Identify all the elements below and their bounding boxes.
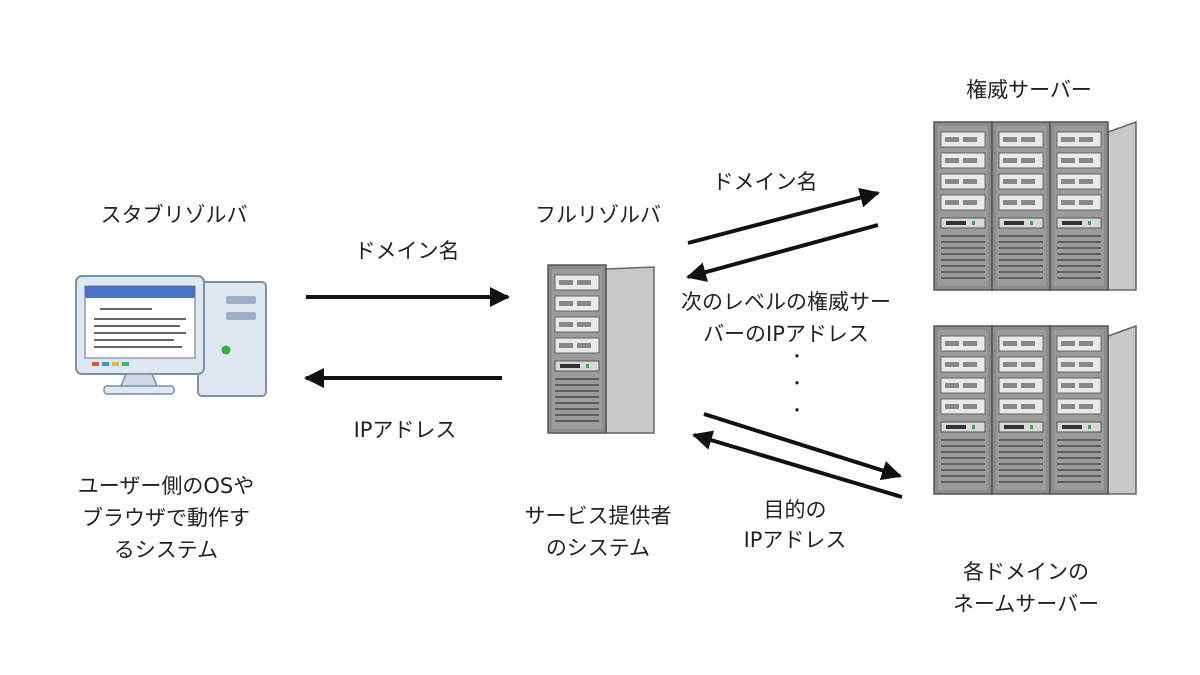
query-label: ドメイン名 — [354, 239, 460, 263]
name-server-rack-icon — [934, 326, 1136, 494]
ns-query-arrow — [703, 412, 902, 481]
full-resolver-description: サービス提供者 のシステム — [524, 504, 672, 560]
server-tower-icon — [547, 264, 655, 434]
full-resolver-title: フルリゾルバ — [535, 203, 661, 227]
ellipsis-vertical: ・ ・ ・ — [788, 347, 806, 420]
authoritative-server-rack-icon — [934, 122, 1136, 290]
answer-label: IPアドレス — [353, 418, 457, 442]
final-answer-label: 目的の IPアドレス — [743, 498, 847, 552]
desktop-computer-icon — [75, 275, 267, 397]
name-server-description: 各ドメインの ネームサーバー — [952, 560, 1100, 616]
stub-resolver-title: スタブリゾルバ — [100, 203, 248, 227]
final-answer-arrow — [692, 430, 903, 499]
referral-label: 次のレベルの権威サー バーのIPアドレス — [681, 290, 891, 346]
stub-resolver-description: ユーザー側のOSや ブラウザで動作す るシステム — [77, 474, 255, 562]
authoritative-server-title: 権威サーバー — [966, 78, 1092, 102]
auth-query-arrow — [687, 187, 880, 245]
auth-query-label: ドメイン名 — [712, 170, 818, 194]
referral-arrow — [686, 223, 879, 282]
